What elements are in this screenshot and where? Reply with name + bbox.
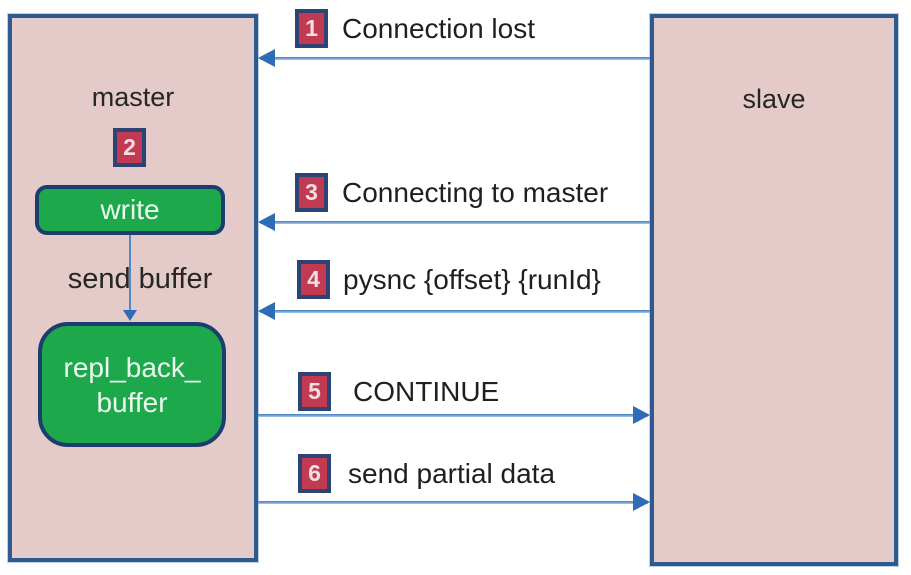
message-label-send-partial-data: send partial data — [348, 458, 556, 489]
arrow-connecting-to-master — [258, 213, 650, 231]
arrow-right-icon — [633, 493, 650, 511]
repl-buffer-label-line2: buffer — [96, 386, 168, 418]
master-node-box — [8, 14, 258, 562]
arrow-left-icon — [258, 302, 275, 320]
step-badge-1: 1 — [295, 9, 328, 48]
step-badge-5: 5 — [298, 372, 331, 411]
arrow-left-icon — [258, 49, 275, 67]
arrow-right-icon — [633, 406, 650, 424]
message-label-pysnc: pysnc {offset} {runId} — [343, 264, 601, 295]
write-process-label: write — [100, 194, 160, 225]
arrow-pysnc — [258, 302, 650, 320]
slave-node-label: slave — [742, 84, 806, 114]
arrow-send-partial-data — [258, 493, 650, 511]
arrow-continue — [258, 406, 650, 424]
arrow-down-icon — [123, 310, 137, 321]
message-label-continue: CONTINUE — [353, 376, 500, 407]
step-badge-4: 4 — [297, 260, 330, 299]
step-badge-2: 2 — [113, 128, 146, 167]
arrow-connection-lost — [258, 49, 650, 67]
master-node-label: master — [91, 82, 175, 112]
step-badge-3: 3 — [295, 173, 328, 212]
write-process-box: write — [35, 185, 225, 235]
repl-back-buffer-box: repl_back_ buffer — [38, 322, 226, 447]
message-label-connecting-to-master: Connecting to master — [342, 177, 609, 208]
repl-buffer-label-line1: repl_back_ — [63, 351, 201, 383]
step-badge-6: 6 — [298, 454, 331, 493]
message-label-connection-lost: Connection lost — [342, 13, 536, 44]
slave-node-box — [650, 14, 898, 566]
arrow-left-icon — [258, 213, 275, 231]
send-buffer-label: send buffer — [67, 263, 213, 295]
send-buffer-arrow — [123, 235, 137, 321]
